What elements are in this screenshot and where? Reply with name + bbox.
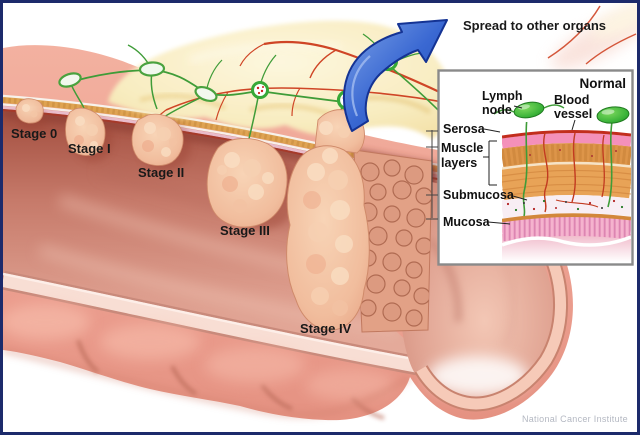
mucosa-leader-line <box>487 221 511 225</box>
lymph-node <box>138 61 166 77</box>
cancerous-lymph-node <box>251 81 269 99</box>
corner-tissue-tint <box>550 3 637 70</box>
serosa-leader-line <box>483 128 501 133</box>
inset-title: Normal <box>579 76 626 91</box>
credit-text: National Cancer Institute <box>522 414 628 424</box>
cut-edge-band <box>3 270 448 381</box>
spread-arrow-icon <box>342 19 448 132</box>
inset-lymph-node-icon <box>493 101 565 119</box>
tumor-stage-1 <box>65 107 113 162</box>
lymph-node <box>194 85 218 103</box>
lymph-node <box>58 72 82 88</box>
lymph-node-label-line2: node <box>482 103 512 117</box>
stage-0-label: Stage 0 <box>11 126 57 141</box>
layer-label-serosa: Serosa <box>443 122 486 136</box>
inset-normal-panel: Normal Lymph node Blood vessel Serosa Mu… <box>426 69 634 266</box>
layer-label-mucosa: Mucosa <box>443 215 491 229</box>
blood-vessel-label-line2: vessel <box>554 107 592 121</box>
tumor-stage-2 <box>131 113 191 171</box>
stage-3-label: Stage III <box>220 223 270 238</box>
submucosa-leader-line <box>512 195 528 201</box>
layer-label-muscle-line2: layers <box>441 156 477 170</box>
inset-leader-ticks <box>426 130 438 220</box>
stage4-cut-face <box>353 149 433 333</box>
lymph-node-leader-line <box>513 105 523 109</box>
tumor-stage-3 <box>206 138 300 230</box>
inset-blood-vessel-icon <box>596 106 630 124</box>
inset-vessels <box>522 122 613 217</box>
inset-wall-layers-art <box>502 122 631 262</box>
inset-submucosa-specks <box>506 149 624 212</box>
muscle-layers-bracket <box>483 140 497 186</box>
stage-4-label: Stage IV <box>300 321 352 336</box>
layer-label-submucosa: Submucosa <box>443 188 515 202</box>
spread-to-other-organs-label: Spread to other organs <box>463 18 606 33</box>
layer-label-muscle-line1: Muscle <box>441 141 483 155</box>
stage-1-label: Stage I <box>68 141 111 156</box>
blood-vessel-label-line1: Blood <box>554 93 589 107</box>
haustra-bumps <box>3 304 412 420</box>
stage-2-label: Stage II <box>138 165 184 180</box>
lymph-node-label-line1: Lymph <box>482 89 523 103</box>
blood-vessel-leader-line <box>571 119 576 131</box>
tumor-stage-0 <box>15 98 47 131</box>
illustration-canvas: Stage 0 Stage I Stage II Stage III Stage… <box>3 3 637 432</box>
